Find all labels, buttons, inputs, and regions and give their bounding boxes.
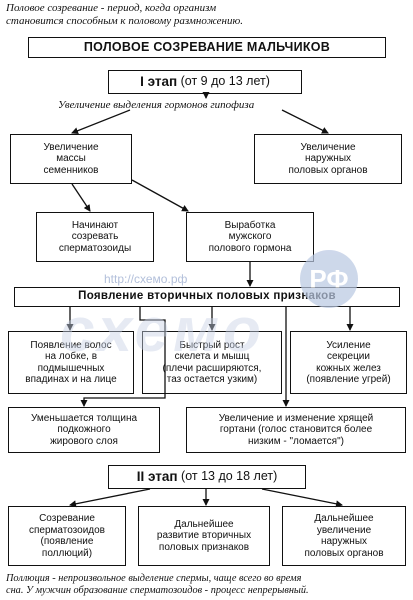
footnote: Поллюция - непроизвольное выделение спер…: [6, 573, 309, 596]
stage-one-box: I этап (от 9 до 13 лет): [108, 70, 302, 94]
arrow-testes-to-sperm: [71, 183, 91, 212]
box-further-external: Дальнейшее увеличение наружных половых о…: [282, 506, 406, 566]
stage-two-box: II этап (от 13 до 18 лет): [108, 465, 306, 489]
diagram-title: ПОЛОВОЕ СОЗРЕВАНИЕ МАЛЬЧИКОВ: [28, 37, 386, 58]
box-sperm-maturation-start: Начинают созревать сперматозоиды: [36, 212, 154, 262]
box-fat-layer: Уменьшается толщина подкожного жирового …: [8, 407, 160, 453]
arrow-secondary-to-fat: [80, 307, 166, 407]
box-further-secondary: Дальнейшее развитие вторичных половых пр…: [138, 506, 270, 566]
box-male-hormone: Выработка мужского полового гормона: [186, 212, 314, 262]
stage-two-label: II этап: [136, 469, 178, 485]
arrow-stage2-to-sperm: [69, 488, 151, 508]
arrow-testes-to-hormone: [131, 179, 189, 212]
box-hair-growth: Появление волос на лобке, в подмышечных …: [8, 331, 134, 394]
intro-definition: Половое созревание - период, когда орган…: [6, 2, 244, 27]
box-skin-glands: Усиление секреции кожных желез (появлени…: [290, 331, 407, 394]
box-sperm-maturation: Созревание сперматозоидов (появление пол…: [8, 506, 126, 566]
box-larynx: Увеличение и изменение хрящей гортани (г…: [186, 407, 406, 453]
box-testes-growth: Увеличение массы семенников: [10, 134, 132, 184]
hormone-note: Увеличение выделения гормонов гипофиза: [58, 99, 255, 111]
stage-one-label: I этап: [140, 74, 178, 90]
stage-one-range: (от 9 до 13 лет): [180, 74, 270, 89]
box-external-organs-growth: Увеличение наружных половых органов: [254, 134, 402, 184]
arrow-hormone-to-external: [281, 109, 329, 134]
arrow-stage2-to-external: [261, 488, 343, 508]
arrow-hormone-to-testes: [71, 109, 131, 135]
stage-two-range: (от 13 до 18 лет): [181, 469, 278, 484]
